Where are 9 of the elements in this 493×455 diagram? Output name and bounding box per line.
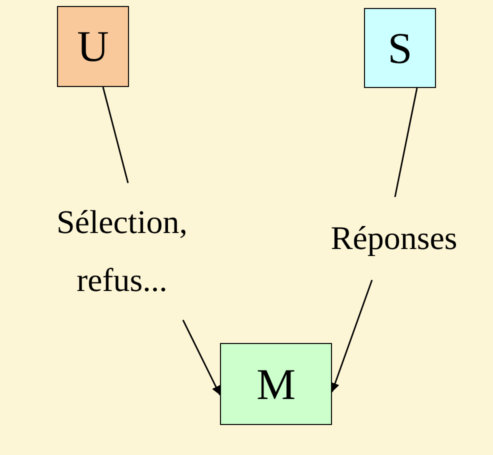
arrow	[182, 320, 221, 396]
letter-box: M	[220, 343, 332, 425]
flow-label: Sélection, refus...	[12, 183, 232, 320]
flow-label: Réponses	[296, 197, 492, 280]
letter-box: U	[57, 6, 129, 87]
connector-line	[394, 88, 418, 198]
arrow	[330, 280, 373, 392]
connector-line	[102, 86, 129, 184]
letter-box: S	[364, 8, 436, 88]
